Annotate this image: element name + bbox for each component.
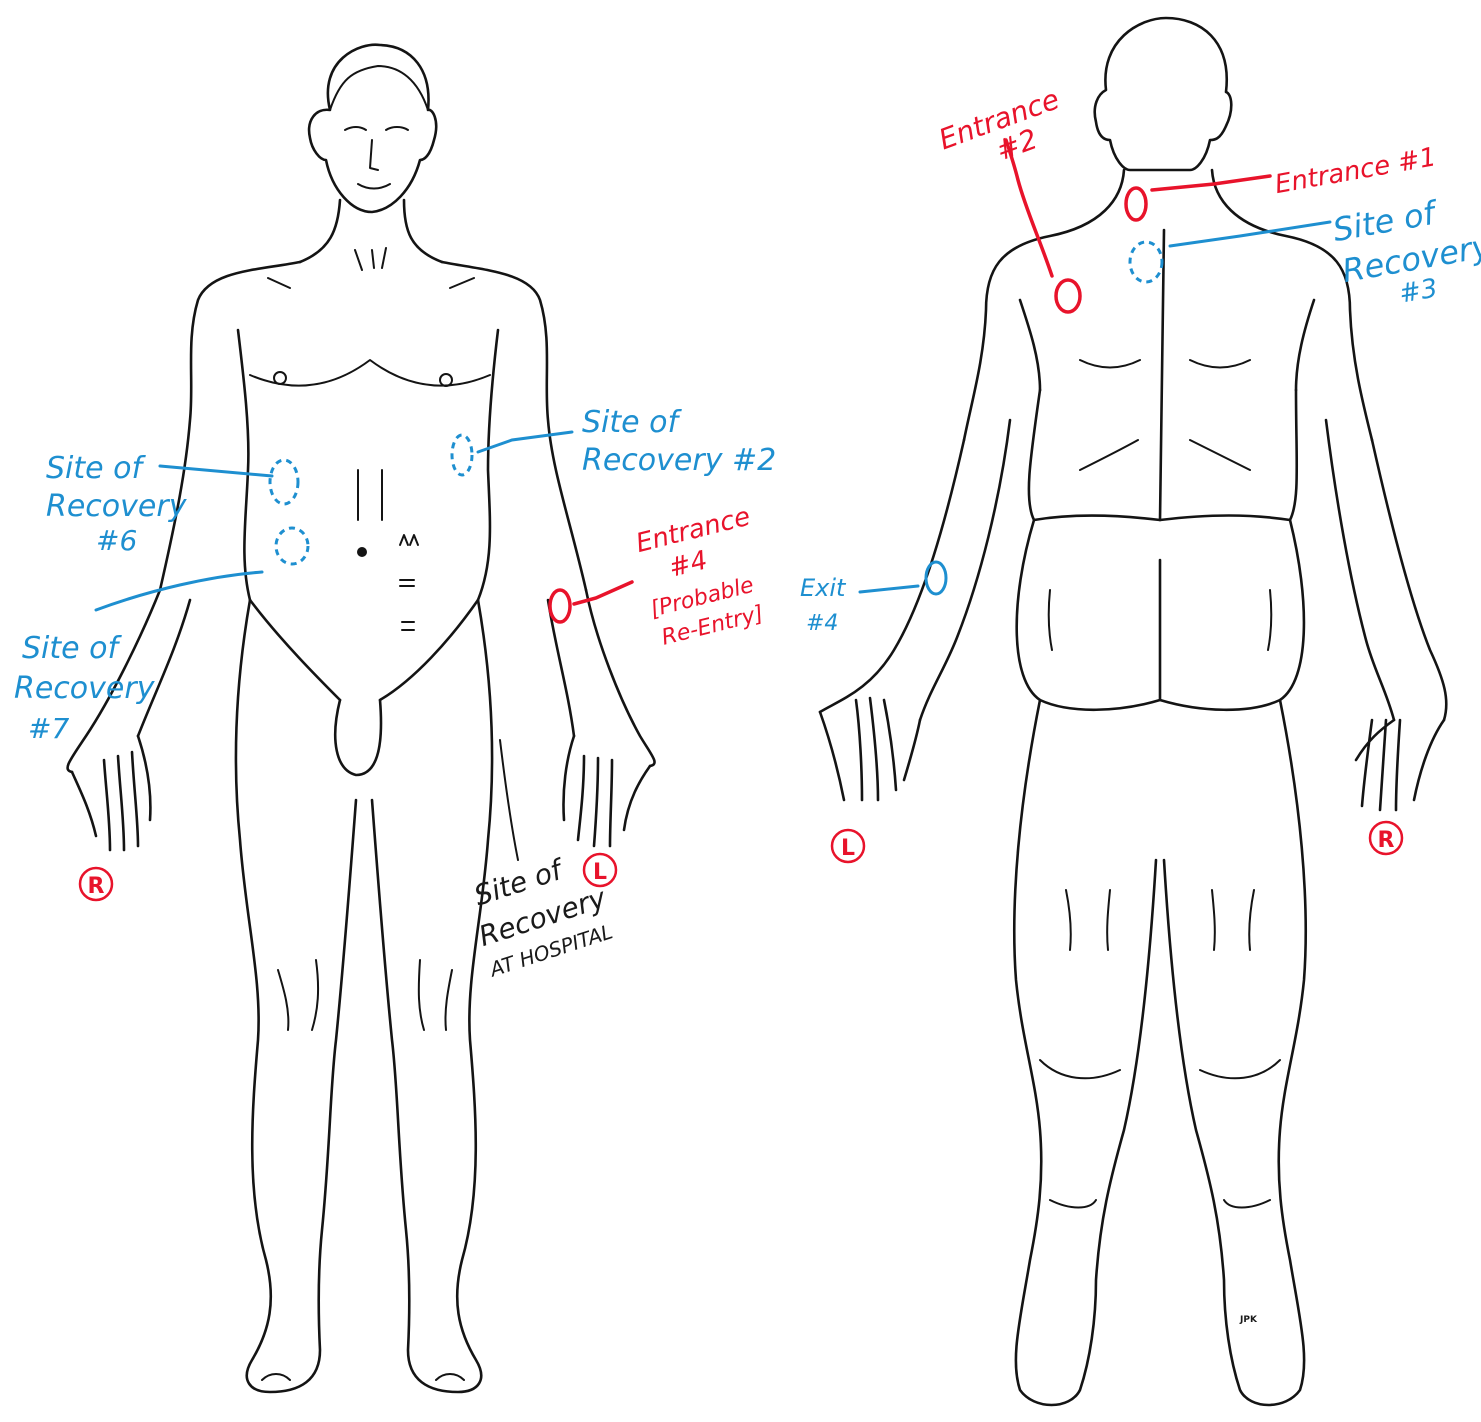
recovery-7-line2: Recovery — [14, 671, 156, 706]
recovery-6-line2: Recovery — [46, 489, 188, 524]
exit-4-line1: Exit — [800, 574, 847, 602]
recovery-2-annotation: Site of Recovery #2 — [452, 405, 776, 478]
front-annotations: Site of Recovery #2 Site of Recovery #6 … — [14, 405, 776, 982]
svg-text:R: R — [88, 874, 105, 899]
svg-text:L: L — [593, 860, 607, 885]
initials-mark: JPK — [1239, 1315, 1258, 1325]
recovery-3-line3: #3 — [1397, 273, 1440, 309]
recovery-3-annotation: Site of Recovery #3 — [1130, 185, 1481, 319]
back-left-marker: L — [832, 830, 864, 862]
recovery-6-line1: Site of — [46, 451, 146, 486]
exit-4-annotation: Exit #4 — [800, 562, 946, 636]
back-right-marker: R — [1370, 822, 1402, 854]
svg-text:R: R — [1378, 828, 1395, 853]
recovery-2-line1: Site of — [582, 405, 682, 440]
recovery-7-line3: #7 — [28, 712, 69, 745]
recovery-6-line3: #6 — [96, 524, 137, 557]
recovery-7-line1: Site of — [22, 631, 122, 666]
recovery-7-annotation: Site of Recovery #7 — [14, 528, 308, 745]
entrance-2-annotation: Entrance #2 — [934, 82, 1080, 312]
exit-4-line2: #4 — [806, 611, 838, 636]
front-body-figure — [68, 45, 655, 1392]
entrance-1-label: Entrance #1 — [1273, 142, 1439, 200]
front-right-marker: R — [80, 868, 112, 900]
front-left-marker: L — [584, 854, 616, 886]
svg-text:L: L — [841, 836, 855, 861]
recovery-2-line2: Recovery #2 — [582, 443, 776, 478]
entrance-4-line2: #4 — [666, 545, 710, 583]
